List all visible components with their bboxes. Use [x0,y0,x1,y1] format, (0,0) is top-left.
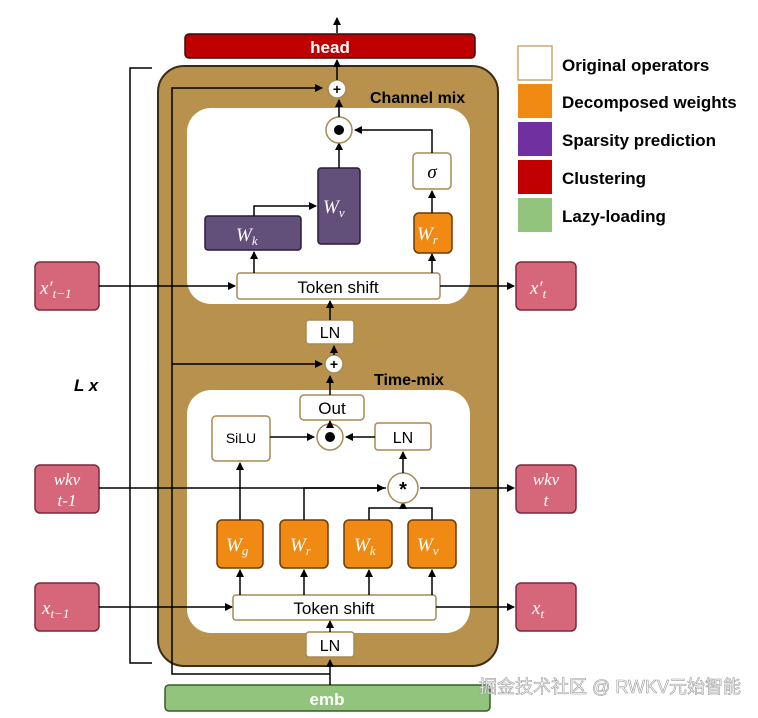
time-wk-box [343,519,393,569]
ln-time-inner-label: LN [393,430,413,447]
out-label: Out [318,399,346,418]
time-mix-title: Time-mix [374,372,444,389]
legend-label-sparsity: Sparsity prediction [562,131,716,150]
star-symbol: * [399,479,407,501]
legend-swatch-lazy [518,198,552,232]
legend: Original operators Decomposed weights Sp… [517,45,737,232]
channel-wr-box [413,212,453,254]
layer-bracket [129,67,152,664]
legend-label-original: Original operators [562,56,709,75]
channel-wk-box [204,215,302,251]
plus-top-symbol: + [333,81,341,97]
head-label: head [310,38,350,57]
layers-label: L x [74,376,100,395]
sigma-label: σ [427,162,437,183]
time-dot-symbol [325,432,335,442]
plus-middle-symbol: + [330,356,338,372]
token-shift-time-label: Token shift [293,599,375,618]
wkv-out-box [515,464,577,514]
emb-label: emb [310,690,345,709]
wk-to-wv-arrow [253,202,317,216]
legend-swatch-decomposed [518,84,552,118]
head-bar [184,33,476,59]
x-out-channel-box [515,261,577,311]
legend-swatch-clustering [518,160,552,194]
wkv-prev-bottom: t-1 [58,491,77,510]
watermark: 掘金技术社区 @ RWKV元始智能 [479,677,741,697]
ln-middle-label: LN [320,325,340,342]
legend-swatch-sparsity [518,122,552,156]
legend-swatch-original [517,45,553,81]
wkv-out-top: wkv [533,470,560,489]
x-out-channel-label: x′t [529,278,547,301]
wkv-prev-box [34,464,100,514]
legend-label-decomposed: Decomposed weights [562,93,737,112]
legend-label-clustering: Clustering [562,169,646,188]
wkv-prev-top: wkv [54,470,81,489]
sigma-to-dot-arrow [354,126,433,153]
wkv-out-bottom: t [544,491,550,510]
ln-bottom-label: LN [320,638,340,655]
x-out-time-box [515,582,577,632]
emb-bar [164,684,491,712]
channel-mix-title: Channel mix [370,90,465,107]
silu-label: SiLU [226,430,256,446]
legend-label-lazy: Lazy-loading [562,207,666,226]
silu-box [211,415,271,462]
out-box [299,394,365,421]
residual-line-outer [171,84,330,675]
channel-dot-symbol [334,125,344,135]
token-shift-channel-label: Token shift [297,278,379,297]
